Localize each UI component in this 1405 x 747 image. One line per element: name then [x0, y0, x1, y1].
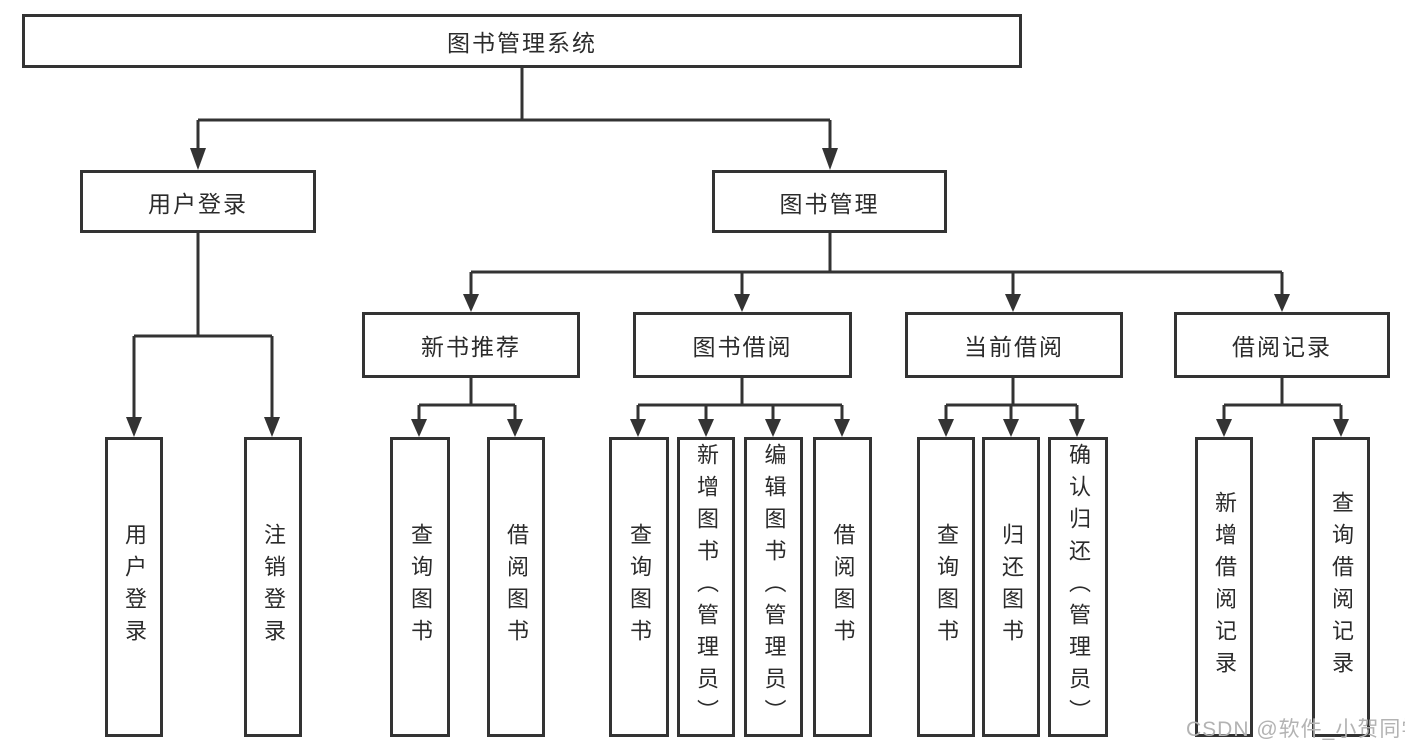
node-borrow-records: 借阅记录 [1174, 312, 1390, 378]
node-new-book-recommend-label: 新书推荐 [421, 334, 521, 360]
leaf-query-books-2-label: 查询图书 [627, 523, 652, 651]
leaf-borrow-books-1-label: 借阅图书 [504, 523, 529, 651]
leaf-borrow-books-2: 借阅图书 [813, 437, 872, 737]
leaf-user-login-label: 用户登录 [122, 523, 147, 651]
book-management-connector [469, 233, 1284, 296]
arrow-icon [411, 419, 427, 437]
node-root: 图书管理系统 [22, 14, 1022, 68]
leaf-add-borrow-record-label: 新增借阅记录 [1212, 491, 1237, 683]
arrow-icon [507, 419, 523, 437]
leaf-add-borrow-record: 新增借阅记录 [1195, 437, 1253, 737]
book-borrow-group-connector [636, 377, 844, 421]
leaf-query-borrow-record: 查询借阅记录 [1312, 437, 1370, 737]
arrow-icon [822, 148, 838, 170]
leaf-query-borrow-record-label: 查询借阅记录 [1329, 491, 1354, 683]
leaf-edit-book-admin-label: 编辑图书（管理员） [761, 443, 787, 731]
leaf-logout: 注销登录 [244, 437, 302, 737]
borrow-record-group-connector [1222, 377, 1343, 421]
leaf-return-books-label: 归还图书 [999, 523, 1024, 651]
current-borrow-group-connector [944, 377, 1079, 421]
node-book-management: 图书管理 [712, 170, 947, 233]
arrow-icon [765, 419, 781, 437]
node-user-login: 用户登录 [80, 170, 316, 233]
new-book-group-connector [417, 377, 517, 421]
arrow-icon [630, 419, 646, 437]
leaf-query-books-2: 查询图书 [609, 437, 669, 737]
arrow-icon [834, 419, 850, 437]
leaf-query-books-1-label: 查询图书 [408, 523, 433, 651]
arrow-icon [938, 419, 954, 437]
leaf-query-books-3: 查询图书 [917, 437, 975, 737]
arrow-icon [1069, 419, 1085, 437]
arrow-icon [698, 419, 714, 437]
node-user-login-label: 用户登录 [148, 190, 248, 217]
leaf-return-books: 归还图书 [982, 437, 1040, 737]
leaf-add-book-admin: 新增图书（管理员） [677, 437, 735, 737]
leaf-confirm-return-admin: 确认归还（管理员） [1048, 437, 1108, 737]
root-connector [196, 68, 832, 152]
leaf-add-book-admin-label: 新增图书（管理员） [694, 443, 719, 731]
arrow-icon [190, 148, 206, 170]
arrow-icon [126, 417, 142, 437]
node-root-label: 图书管理系统 [447, 30, 597, 56]
leaf-query-books-1: 查询图书 [390, 437, 450, 737]
arrow-icon [1216, 419, 1232, 437]
node-book-borrow: 图书借阅 [633, 312, 852, 378]
node-borrow-records-label: 借阅记录 [1232, 334, 1332, 360]
node-current-borrow-label: 当前借阅 [964, 334, 1064, 360]
leaf-query-books-3-label: 查询图书 [934, 523, 959, 651]
arrow-icon [1005, 294, 1021, 312]
node-current-borrow: 当前借阅 [905, 312, 1123, 378]
arrow-icon [1274, 294, 1290, 312]
leaf-borrow-books-1: 借阅图书 [487, 437, 545, 737]
arrowheads [126, 148, 1349, 437]
arrow-icon [1003, 419, 1019, 437]
watermark: CSDN @软件_小贺同学 [1186, 718, 1405, 741]
arrow-icon [463, 294, 479, 312]
leaf-borrow-books-2-label: 借阅图书 [830, 523, 856, 651]
node-book-management-label: 图书管理 [779, 190, 880, 217]
node-new-book-recommend: 新书推荐 [362, 312, 580, 378]
leaf-confirm-return-admin-label: 确认归还（管理员） [1066, 443, 1091, 731]
arrow-icon [734, 294, 750, 312]
user-login-connector [132, 233, 274, 419]
leaf-user-login: 用户登录 [105, 437, 163, 737]
arrow-icon [1333, 419, 1349, 437]
leaf-logout-label: 注销登录 [261, 523, 286, 651]
node-book-borrow-label: 图书借阅 [692, 334, 793, 360]
leaf-edit-book-admin: 编辑图书（管理员） [744, 437, 803, 737]
arrow-icon [264, 417, 280, 437]
